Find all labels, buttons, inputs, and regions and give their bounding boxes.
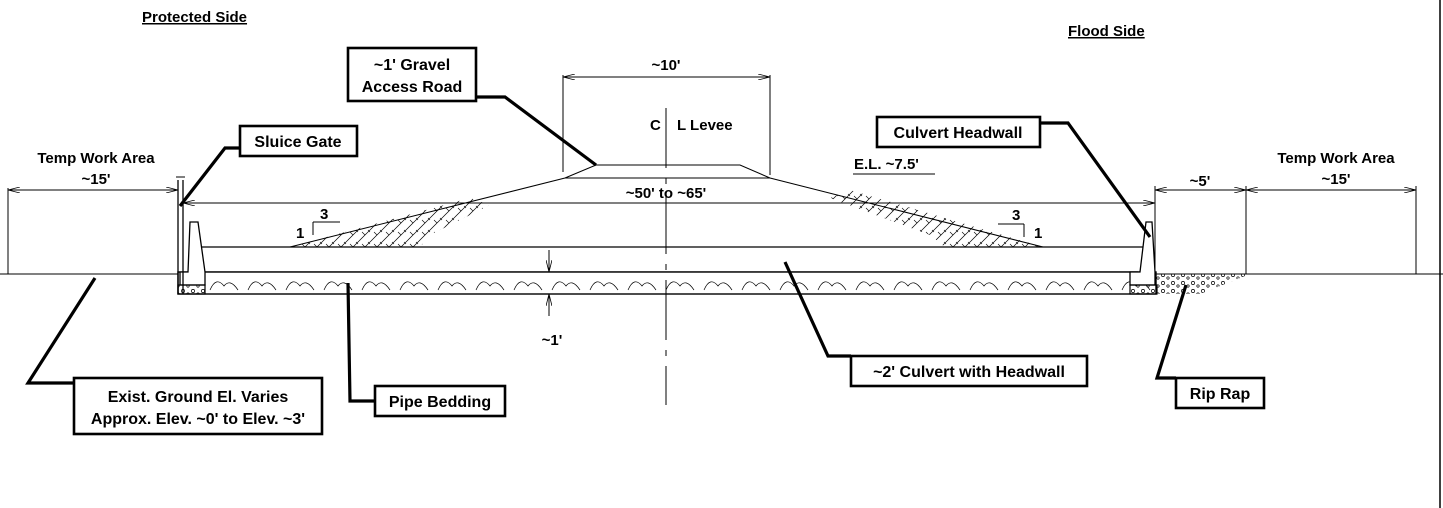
sluice-gate-label: Sluice Gate [254, 134, 341, 151]
culvert-label: ~2' Culvert with Headwall [873, 364, 1065, 381]
centerline-c-label: C [650, 117, 661, 134]
gravel-road-label-line1: ~1' Gravel [374, 57, 450, 74]
flood-side-heading: Flood Side [1068, 23, 1145, 40]
culvert-pipe [200, 246, 1143, 273]
exist-ground-label-line1: Exist. Ground El. Varies [108, 389, 289, 406]
sluice-gate-callout [178, 124, 359, 207]
pipe-bedding-callout [346, 282, 507, 418]
left-headwall [176, 176, 206, 295]
right-work-area-label: Temp Work Area [1277, 150, 1395, 167]
flood-side-gap-label: ~5' [1190, 173, 1211, 190]
exist-ground-label-line2: Approx. Elev. ~0' to Elev. ~3' [91, 411, 305, 428]
right-slope-run: 3 [1012, 207, 1020, 224]
left-work-area-width: ~15' [81, 171, 110, 188]
right-work-area-width: ~15' [1321, 171, 1350, 188]
rip-rap-area [1155, 274, 1250, 294]
left-work-area-label: Temp Work Area [37, 150, 155, 167]
centerline-levee-label: L Levee [677, 117, 733, 134]
culvert-callout [783, 261, 1089, 388]
pipe-bedding [177, 271, 1157, 295]
left-slope-run: 3 [320, 206, 328, 223]
protected-side-heading: Protected Side [142, 9, 247, 26]
gravel-road-label-line2: Access Road [362, 79, 463, 96]
right-work-area-dimension [1246, 186, 1417, 274]
flood-side-gap-dimension [1154, 186, 1247, 274]
culvert-headwall-callout [875, 115, 1152, 238]
rip-rap-label: Rip Rap [1190, 386, 1251, 403]
pipe-bedding-label: Pipe Bedding [389, 394, 491, 411]
base-width-label: ~50' to ~65' [626, 185, 707, 202]
culvert-headwall-label: Culvert Headwall [894, 125, 1023, 142]
elevation-label: E.L. ~7.5' [854, 156, 919, 173]
left-slope-indicator [312, 221, 340, 235]
left-slope-rise: 1 [296, 225, 304, 242]
gravel-road-callout [346, 46, 597, 167]
right-slope-rise: 1 [1034, 225, 1042, 242]
right-slope-indicator [998, 223, 1025, 237]
crest-width-label: ~10' [651, 57, 680, 74]
exist-ground-callout [25, 277, 324, 436]
crest-width-dimension [562, 75, 771, 175]
bedding-depth-label: ~1' [542, 332, 563, 349]
right-headwall [1129, 221, 1158, 295]
rip-rap-callout [1154, 284, 1266, 410]
left-work-area-dimension [7, 188, 178, 274]
